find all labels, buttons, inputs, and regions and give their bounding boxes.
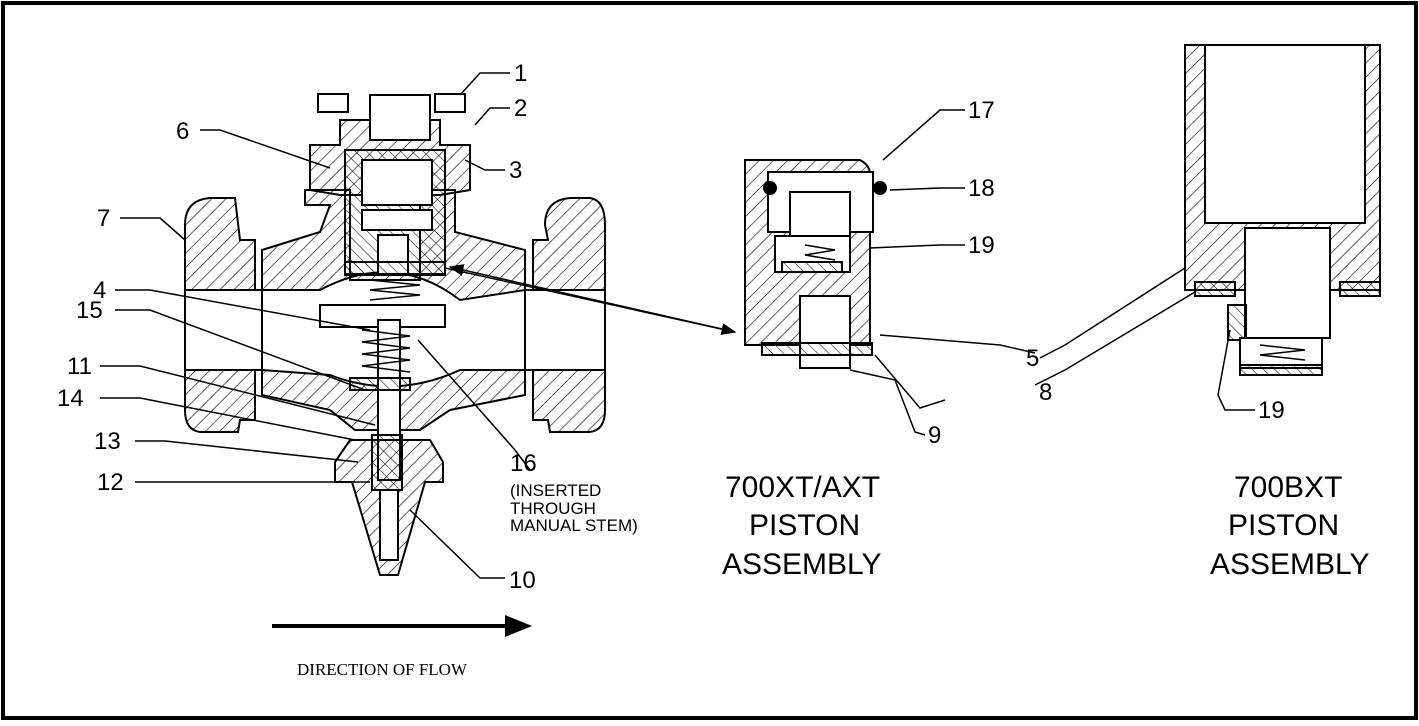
callout-19b: 19 [1258,397,1285,424]
bxt-title-line-3: ASSEMBLY [1210,548,1370,581]
callout-15: 15 [76,297,103,324]
callout-14: 14 [57,385,84,412]
bxt-title-line-1: 700BXT [1234,471,1342,504]
callout-2: 2 [514,95,527,122]
callout-4: 4 [93,277,106,304]
callout-5: 5 [1026,345,1039,372]
callout-10: 10 [509,567,536,594]
bxt-piston-assembly [1184,44,1381,376]
callout-3: 3 [509,157,522,184]
callout-18: 18 [968,175,995,202]
callout-12: 12 [97,469,124,496]
callout-numbers: 1 2 6 3 7 4 15 11 14 13 12 10 16 17 18 1… [57,60,1285,594]
callout-7: 7 [97,205,110,232]
callout-17: 17 [968,97,995,124]
axt-title-line-2: PISTON [749,509,860,542]
note-16: (INSERTED THROUGH MANUAL STEM) [510,481,638,535]
axt-piston-assembly [744,159,887,369]
callout-19a: 19 [968,232,995,259]
note-16-line-2: THROUGH [510,499,596,518]
flow-arrowhead [505,615,532,637]
bxt-title: 700BXT PISTON ASSEMBLY [1210,471,1370,581]
callout-16: 16 [510,450,537,477]
callout-8: 8 [1039,379,1052,406]
callout-11: 11 [67,353,92,380]
axt-title: 700XT/AXT PISTON ASSEMBLY [722,471,882,581]
axt-title-line-3: ASSEMBLY [722,548,882,581]
callout-6: 6 [176,118,189,145]
callout-1: 1 [514,60,527,87]
flow-label: DIRECTION OF FLOW [297,660,468,679]
callout-9: 9 [928,422,941,449]
note-16-line-3: MANUAL STEM) [510,516,638,535]
bxt-title-line-2: PISTON [1228,509,1339,542]
axt-title-line-1: 700XT/AXT [725,471,880,504]
callout-13: 13 [94,428,121,455]
leader-lines [100,72,1255,579]
note-16-line-1: (INSERTED [510,481,601,500]
